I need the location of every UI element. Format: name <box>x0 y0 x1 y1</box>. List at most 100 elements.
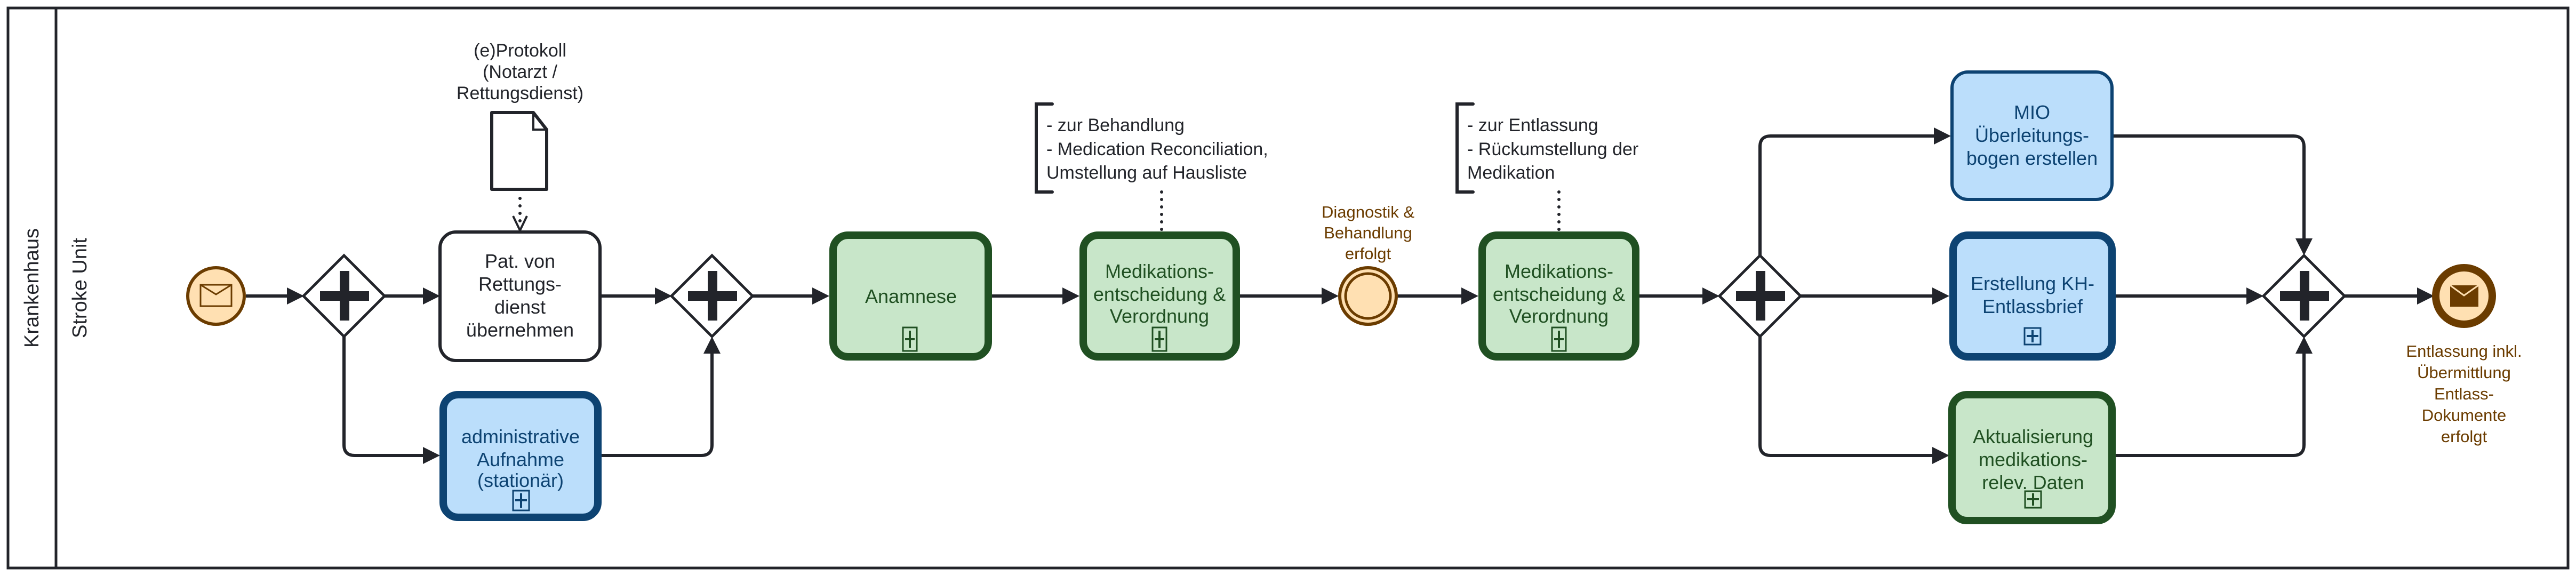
task-label-line: übernehmen <box>466 319 574 341</box>
task-box <box>1478 231 1639 361</box>
arrowhead <box>2295 337 2313 354</box>
document-icon <box>490 111 548 191</box>
flow-gateway1-to-admin[interactable] <box>342 337 435 457</box>
arrowhead <box>1461 287 1478 305</box>
lane-label: Stroke Unit <box>69 238 91 338</box>
task-label-line: Erstellung KH- <box>1971 273 2094 294</box>
task-admin-aufnahme[interactable]: administrative Aufnahme (stationär) <box>439 391 602 521</box>
arrowhead <box>703 337 721 354</box>
annotation-bracket <box>1455 102 1475 194</box>
intermediate-event-inner <box>1344 272 1392 320</box>
pool-krankenhaus: Krankenhaus Stroke Unit <box>6 6 2570 570</box>
arrowhead <box>287 287 304 305</box>
flow-admin-to-gateway2[interactable] <box>601 342 714 457</box>
task-label-line: (stationär) <box>477 469 564 491</box>
task-label-line: Verordnung <box>1509 305 1609 327</box>
annotation-behandlung[interactable]: - zur Behandlung - Medication Reconcilia… <box>1035 102 1268 194</box>
event-label-line: Entlassung inkl. <box>2406 342 2522 361</box>
event-label-line: erfolgt <box>2441 427 2487 446</box>
task-label-line: Entlassbrief <box>1982 295 2083 317</box>
arrowhead <box>655 287 672 305</box>
task-label-line: relev. Daten <box>1982 471 2084 493</box>
task-box <box>439 391 602 521</box>
arrowhead <box>1062 287 1079 305</box>
task-box <box>1949 231 2116 361</box>
arrowhead <box>2246 287 2263 305</box>
event-label-line: Behandlung <box>1324 223 1412 242</box>
start-event[interactable] <box>186 266 246 326</box>
task-box <box>1079 231 1240 361</box>
flow-gateway3-to-mio[interactable] <box>1758 134 1946 255</box>
task-label-line: MIO <box>2014 101 2050 123</box>
plus-icon <box>688 271 737 321</box>
data-object-label-line: (Notarzt / <box>483 62 557 82</box>
annotation-line: - Rückumstellung der <box>1467 139 1638 159</box>
task-label-line: Verordnung <box>1110 305 1209 327</box>
task-box <box>1948 391 2116 524</box>
event-label-line: erfolgt <box>1345 244 1391 263</box>
document-fold <box>532 113 547 131</box>
parallel-gateway-1[interactable] <box>301 253 387 339</box>
task-label-line: Pat. von <box>485 250 555 272</box>
parallel-gateway-2[interactable] <box>669 253 755 339</box>
task-label-line: dienst <box>494 296 546 318</box>
task-medikation-2[interactable]: Medikations- entscheidung & Verordnung <box>1478 231 1639 361</box>
task-label-line: Aufnahme <box>477 449 564 470</box>
task-entlassbrief[interactable]: Erstellung KH- Entlassbrief <box>1949 231 2116 361</box>
subprocess-marker-icon <box>512 490 530 511</box>
annotation-line: - zur Behandlung <box>1046 115 1185 135</box>
arrowhead <box>1322 287 1339 305</box>
arrowhead <box>423 287 440 305</box>
annotation-entlassung[interactable]: - zur Entlassung - Rückumstellung der Me… <box>1455 102 1638 194</box>
task-aktualisierung[interactable]: Aktualisierung medikations- relev. Daten <box>1948 391 2116 524</box>
end-event[interactable]: Entlassung inkl. Übermittlung Entlass- D… <box>2406 264 2522 446</box>
annotation-line: - zur Entlassung <box>1467 115 1598 135</box>
arrowhead <box>1932 447 1949 464</box>
sequence-flows <box>246 127 2434 464</box>
flow-mio-to-gateway4[interactable] <box>2113 134 2306 250</box>
task-label-line: administrative <box>461 426 580 447</box>
intermediate-event-outer <box>1338 266 1398 326</box>
flow-aktualisierung-to-gateway4[interactable] <box>2116 342 2306 457</box>
plus-icon <box>2280 271 2329 321</box>
start-event-circle <box>186 266 246 326</box>
annotation-line: - Medication Reconciliation, <box>1046 139 1268 159</box>
task-box <box>438 230 602 362</box>
parallel-gateway-3[interactable] <box>1717 253 1803 339</box>
event-label-line: Entlass- <box>2434 385 2494 403</box>
arrowhead <box>1702 287 1719 305</box>
subprocess-marker-icon <box>2024 490 2042 509</box>
task-label-line: Aktualisierung <box>1973 426 2093 447</box>
subprocess-marker-icon <box>1551 326 1567 352</box>
arrowhead <box>2295 238 2313 255</box>
task-label-line: Überleitungs- <box>1975 124 2089 146</box>
flow-gateway3-to-aktualisierung[interactable] <box>1758 337 1944 457</box>
pool-border <box>6 6 2570 570</box>
data-object-protokoll[interactable]: (e)Protokoll (Notarzt / Rettungsdienst) <box>457 41 583 191</box>
task-label-line: entscheidung & <box>1493 283 1625 305</box>
task-box <box>829 231 992 361</box>
arrowhead <box>1934 127 1951 145</box>
intermediate-event-diagnostik[interactable]: Diagnostik & Behandlung erfolgt <box>1322 203 1414 326</box>
task-mio[interactable]: MIO Überleitungs- bogen erstellen <box>1950 70 2114 201</box>
envelope-icon <box>199 284 233 307</box>
annotation-bracket <box>1035 102 1054 194</box>
pool-label: Krankenhaus <box>21 228 43 348</box>
task-label-line: entscheidung & <box>1093 283 1226 305</box>
task-pat-uebernehmen[interactable]: Pat. von Rettungs- dienst übernehmen <box>438 230 602 362</box>
parallel-gateway-4[interactable] <box>2261 253 2347 339</box>
subprocess-marker-icon <box>902 326 918 352</box>
task-label-line: Rettungs- <box>478 273 562 295</box>
task-label-line: Medikations- <box>1505 260 1613 282</box>
association-arrowhead <box>512 215 528 233</box>
envelope-filled-icon <box>2450 284 2479 307</box>
data-object-label-line: (e)Protokoll <box>474 41 566 61</box>
task-anamnese[interactable]: Anamnese <box>829 231 992 361</box>
arrowhead <box>812 287 829 305</box>
task-label-line: medikations- <box>1979 449 2087 470</box>
data-object-label-line: Rettungsdienst) <box>457 83 583 103</box>
arrowhead <box>2417 287 2434 305</box>
task-medikation-1[interactable]: Medikations- entscheidung & Verordnung <box>1079 231 1240 361</box>
task-label-line: Medikations- <box>1105 260 1214 282</box>
